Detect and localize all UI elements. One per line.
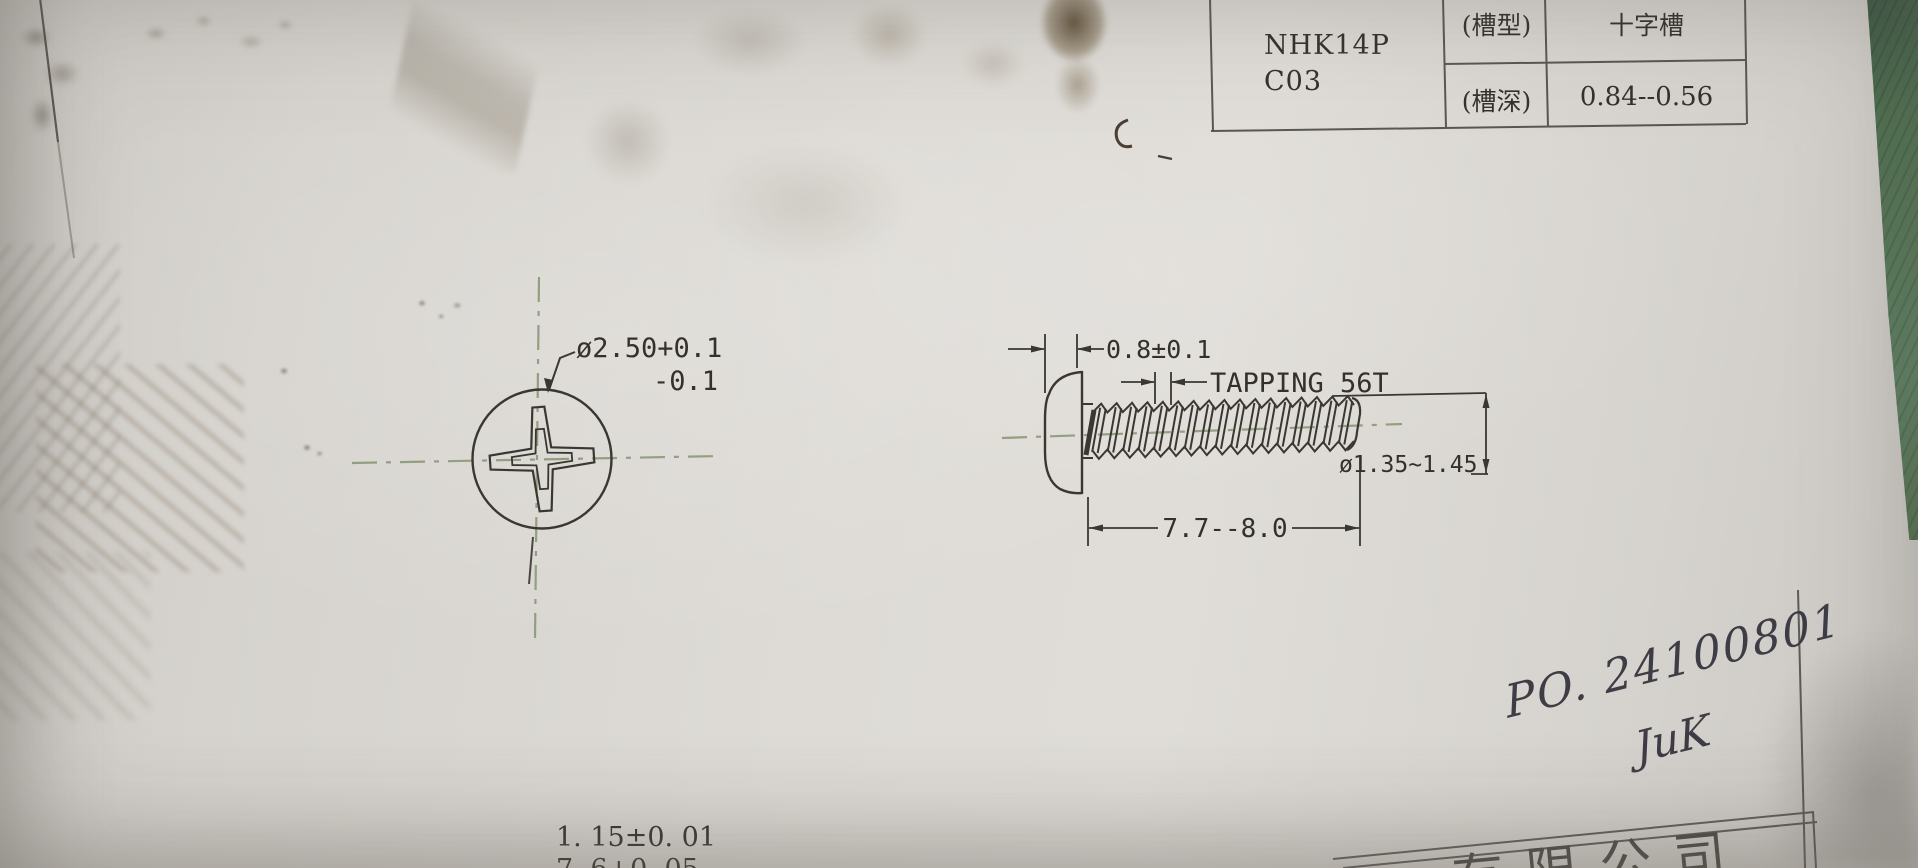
stain	[406, 290, 470, 334]
stain	[580, 90, 676, 194]
stain	[688, 8, 812, 82]
dim-head-diameter-tolerance: -0.1	[652, 366, 718, 397]
stain	[696, 134, 914, 274]
table-row2-value: 0.84--0.56	[1579, 82, 1714, 112]
dim-head-diameter: ø2.50+0.1	[576, 333, 723, 364]
dim-head-height: 0.8±0.1	[1106, 335, 1212, 364]
head-diameter-leader	[544, 351, 576, 393]
stain	[955, 36, 1031, 92]
stain	[0, 244, 120, 512]
table-row1-label: (槽型)	[1461, 11, 1532, 40]
stain	[843, 6, 935, 78]
top-view-circle	[471, 388, 613, 585]
screw-head	[1043, 370, 1093, 495]
stain	[1036, 0, 1112, 124]
stain	[276, 364, 292, 378]
pen-curl-mark	[1114, 118, 1173, 161]
stain	[0, 552, 150, 720]
table-part-code-line1: NHK14P	[1264, 30, 1390, 61]
note-line1: 1. 15±0. 01	[556, 822, 717, 853]
dim-shank-diameter: ø1.35~1.45	[1339, 452, 1478, 478]
stain	[298, 438, 328, 462]
thread-profile	[1091, 394, 1355, 461]
note-line2: 7. 6+0. 05	[556, 854, 699, 868]
table-row2-label: (槽深)	[1461, 87, 1532, 116]
dim-thread-length: 7.7--8.0	[1162, 514, 1288, 544]
desk-surface	[1867, 0, 1918, 540]
stain	[382, 1, 546, 175]
dim-thread-spec: TAPPING 56T	[1210, 368, 1389, 399]
thread-runout	[1083, 409, 1097, 456]
table-row1-value: 十字槽	[1608, 11, 1684, 40]
phillips-recess	[488, 405, 596, 513]
stain	[118, 4, 308, 88]
centerlines	[351, 276, 1403, 641]
company-name-partial: 有限公司	[1449, 822, 1751, 868]
stain	[36, 364, 244, 572]
screw-tip	[1346, 396, 1362, 452]
sheet-frame-line	[39, 0, 75, 259]
table-part-code-line2: C03	[1264, 66, 1323, 97]
stain	[4, 14, 104, 144]
